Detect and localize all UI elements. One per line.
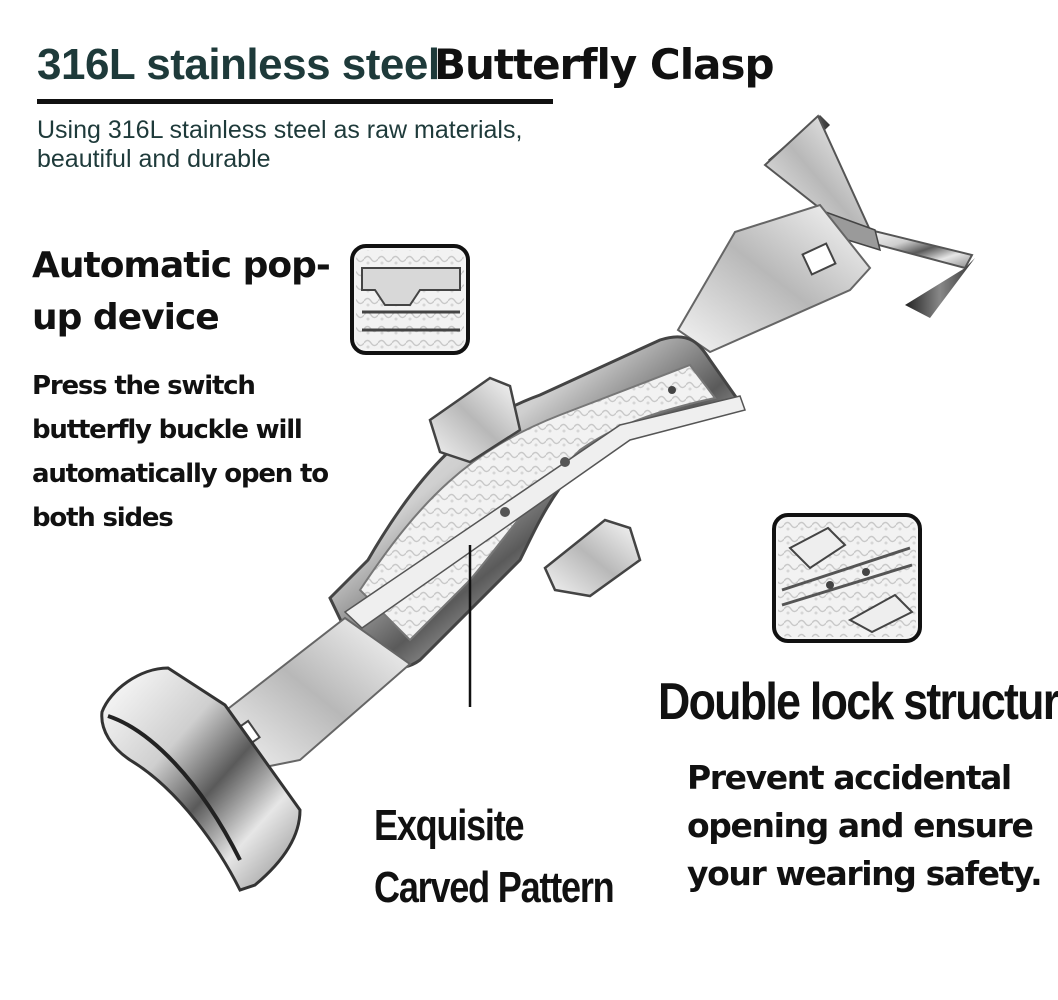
page-title: 316L stainless steel [37, 40, 440, 89]
lock-feature-description: Prevent accidental opening and ensure yo… [687, 758, 1043, 893]
lock-feature-heading: Double lock structure [658, 673, 1058, 731]
product-name: Butterfly Clasp [434, 40, 775, 89]
release-button-bottom [543, 518, 642, 598]
popup-feature-description: Press the switch butterfly buckle will a… [32, 371, 329, 533]
popup-detail-inset [350, 244, 470, 355]
popup-feature-heading: Automatic pop-up device [32, 245, 331, 338]
release-button-top [428, 376, 522, 464]
title-divider [37, 99, 553, 104]
upper-strap-bar [763, 114, 975, 318]
lower-strap-bar [100, 666, 302, 892]
lock-detail-inset [772, 513, 922, 643]
pattern-feature-label: Exquisite Carved Pattern [374, 801, 615, 912]
upper-strap [676, 203, 872, 354]
material-description: Using 316L stainless steel as raw materi… [37, 116, 523, 173]
clasp-body [328, 335, 746, 670]
